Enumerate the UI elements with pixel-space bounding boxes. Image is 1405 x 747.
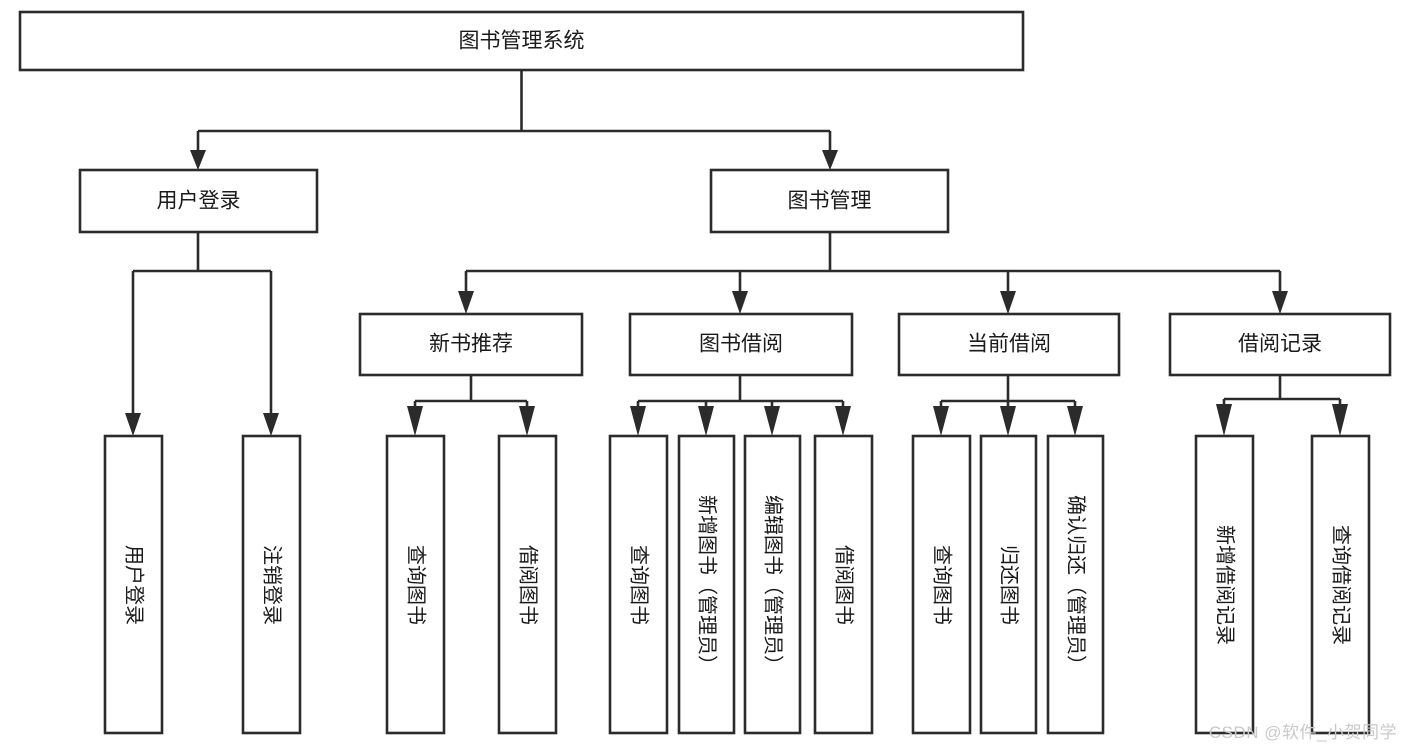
arrow-head-book-borrow <box>732 291 748 314</box>
leaf-node-6[interactable]: 新增图书（管理员） <box>677 434 736 735</box>
leaf-node-11[interactable]: 确认归还（管理员） <box>1046 434 1105 735</box>
arrow-head-leaf-11 <box>1067 406 1083 436</box>
leaf-node-4-box[interactable] <box>497 434 558 735</box>
connector-group-current-borrow-to-leaves <box>933 375 1083 436</box>
connector-group-root-to-level2 <box>190 70 838 170</box>
leaf-node-12-label: 新增借阅记录 <box>1214 525 1237 645</box>
node-book-borrow-label: 图书借阅 <box>699 333 783 356</box>
node-current-borrow-box[interactable] <box>897 312 1121 377</box>
leaf-node-7-box[interactable] <box>743 434 802 735</box>
arrow-head-leaf-1 <box>125 413 141 436</box>
leaf-node-8-label: 借阅图书 <box>833 545 856 625</box>
arrow-head-new-book-rec <box>458 291 474 314</box>
arrow-head-leaf-3 <box>407 406 423 436</box>
leaf-node-9[interactable]: 查询图书 <box>911 434 972 735</box>
leaf-node-11-box[interactable] <box>1046 434 1105 735</box>
leaf-node-11-label: 确认归还（管理员） <box>1065 495 1088 675</box>
node-current-borrow-label: 当前借阅 <box>967 333 1051 356</box>
leaf-node-5-label: 查询图书 <box>628 545 651 625</box>
leaf-node-4[interactable]: 借阅图书 <box>497 434 558 735</box>
leaf-node-2-box[interactable] <box>241 434 302 735</box>
node-book-borrow[interactable]: 图书借阅 <box>628 312 854 377</box>
leaf-node-2-label: 注销登录 <box>261 545 284 625</box>
connector-group-borrow-record-to-leaves <box>1216 375 1348 436</box>
leaf-node-12[interactable]: 新增借阅记录 <box>1194 434 1255 735</box>
leaf-node-10-box[interactable] <box>979 434 1038 735</box>
arrow-head-user-login <box>190 150 206 170</box>
arrow-head-book-manage <box>822 150 838 170</box>
leaf-node-6-box[interactable] <box>677 434 736 735</box>
leaf-node-8-box[interactable] <box>813 434 874 735</box>
leaf-node-1-label: 用户登录 <box>123 545 146 625</box>
arrow-head-leaf-7 <box>764 406 780 436</box>
node-user-login-label: 用户登录 <box>157 190 241 213</box>
arrow-head-borrow-record <box>1272 291 1288 314</box>
leaf-node-6-label: 新增图书（管理员） <box>696 495 719 675</box>
leaf-node-5-box[interactable] <box>608 434 669 735</box>
leaf-node-7[interactable]: 编辑图书（管理员） <box>743 434 802 735</box>
leaf-node-7-label: 编辑图书（管理员） <box>762 495 785 675</box>
node-book-manage-label: 图书管理 <box>788 190 872 213</box>
leaf-node-5[interactable]: 查询图书 <box>608 434 669 735</box>
leaf-node-3[interactable]: 查询图书 <box>385 434 446 735</box>
node-borrow-record-box[interactable] <box>1168 312 1392 377</box>
connector-group-new-book-rec-to-leaves <box>407 375 535 436</box>
arrow-head-leaf-4 <box>519 406 535 436</box>
leaf-node-9-box[interactable] <box>911 434 972 735</box>
node-user-login-box[interactable] <box>78 168 319 234</box>
node-root-label: 图书管理系统 <box>459 30 585 53</box>
node-new-book-rec-box[interactable] <box>358 312 584 377</box>
leaf-node-1-box[interactable] <box>103 434 164 735</box>
arrow-head-leaf-8 <box>835 406 851 436</box>
connector-group-book-borrow-to-leaves <box>630 375 851 436</box>
leaf-node-8[interactable]: 借阅图书 <box>813 434 874 735</box>
node-borrow-record[interactable]: 借阅记录 <box>1168 312 1392 377</box>
node-user-login[interactable]: 用户登录 <box>78 168 319 234</box>
node-book-manage[interactable]: 图书管理 <box>709 168 950 234</box>
leaf-node-12-box[interactable] <box>1194 434 1255 735</box>
arrow-head-leaf-12 <box>1216 404 1232 436</box>
connector-group-book-manage-to-level3 <box>458 232 1288 314</box>
leaf-node-2[interactable]: 注销登录 <box>241 434 302 735</box>
node-root[interactable]: 图书管理系统 <box>18 10 1025 72</box>
node-book-manage-box[interactable] <box>709 168 950 234</box>
node-new-book-rec[interactable]: 新书推荐 <box>358 312 584 377</box>
node-new-book-rec-label: 新书推荐 <box>429 333 513 356</box>
node-current-borrow[interactable]: 当前借阅 <box>897 312 1121 377</box>
leaf-node-3-label: 查询图书 <box>405 545 428 625</box>
connector-group-user-login-to-leaves <box>125 232 279 436</box>
leaf-node-13-box[interactable] <box>1310 434 1371 735</box>
leaf-node-4-label: 借阅图书 <box>517 545 540 625</box>
arrow-head-leaf-10 <box>1000 406 1016 436</box>
leaf-node-13[interactable]: 查询借阅记录 <box>1310 434 1371 735</box>
arrow-head-current-borrow <box>1000 291 1016 314</box>
node-root-box[interactable] <box>18 10 1025 72</box>
leaf-node-13-label: 查询借阅记录 <box>1330 525 1353 645</box>
arrow-head-leaf-9 <box>933 406 949 436</box>
node-borrow-record-label: 借阅记录 <box>1238 333 1322 356</box>
leaf-node-1[interactable]: 用户登录 <box>103 434 164 735</box>
leaf-node-3-box[interactable] <box>385 434 446 735</box>
leaf-node-10[interactable]: 归还图书 <box>979 434 1038 735</box>
leaf-node-10-label: 归还图书 <box>998 545 1021 625</box>
arrow-head-leaf-2 <box>263 413 279 436</box>
arrow-head-leaf-13 <box>1332 404 1348 436</box>
leaf-node-9-label: 查询图书 <box>931 545 954 625</box>
arrow-head-leaf-5 <box>630 406 646 436</box>
node-book-borrow-box[interactable] <box>628 312 854 377</box>
arrow-head-leaf-6 <box>698 406 714 436</box>
